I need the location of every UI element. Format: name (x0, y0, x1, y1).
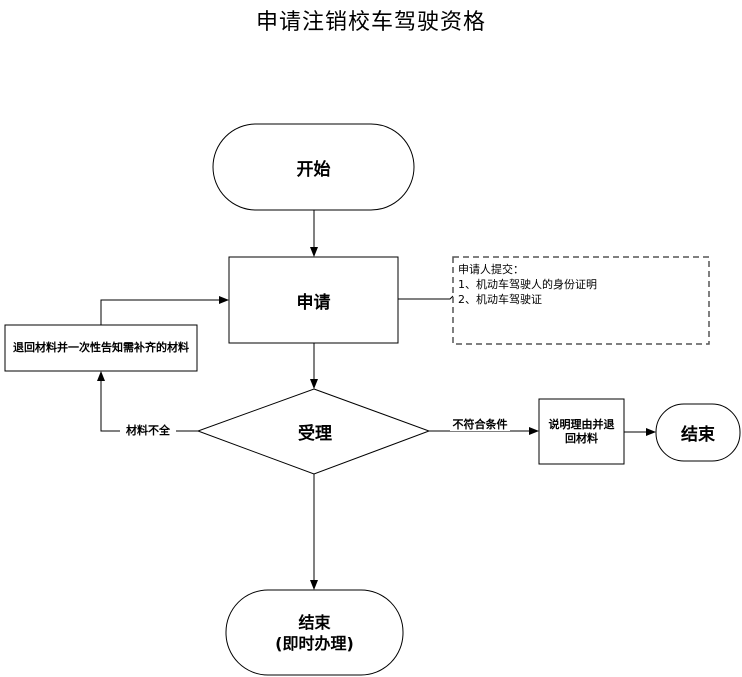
note-text: 申请人提交： 1、机动车驾驶人的身份证明 2、机动车驾驶证 (458, 262, 597, 307)
arrow-return-to-apply (100, 296, 229, 325)
accept-label: 受理 (298, 423, 332, 444)
apply-label: 申请 (296, 292, 331, 313)
apply-box (228, 256, 399, 344)
return-materials-label: 退回材料并一次性告知需补齐的材料 (13, 341, 189, 354)
note-heading: 申请人提交： (458, 263, 524, 276)
end-main-label: 结束 (即时办理) (226, 590, 403, 675)
end-main-line2: (即时办理) (275, 633, 354, 653)
note-box (452, 256, 710, 345)
explain-reject-label: 说明理由并退回材料 (548, 417, 615, 445)
note-connector (398, 295, 454, 300)
note-item: 1、机动车驾驶人的身份证明 (458, 278, 597, 291)
end-reject-label: 结束 (681, 425, 715, 445)
edge-label-not-qualified: 不符合条件 (450, 418, 510, 431)
note-item: 2、机动车驾驶证 (458, 293, 542, 306)
end-reject-terminator (655, 403, 741, 462)
end-main-terminator (225, 589, 404, 676)
return-materials-box (4, 324, 198, 372)
start-label: 开始 (296, 159, 331, 180)
diagram-title: 申请注销校车驾驶资格 (255, 10, 486, 35)
edge-label-incomplete: 材料不全 (120, 424, 176, 437)
end-main-line1: 结束 (298, 612, 331, 632)
arrow-accept-to-return (97, 371, 198, 432)
explain-reject-box (538, 398, 625, 465)
